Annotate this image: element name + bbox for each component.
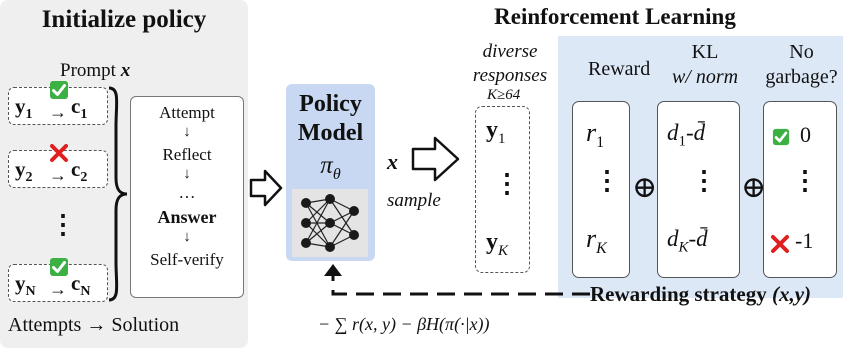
down-arrow-icon: ↓ [183,229,191,245]
reward-rk: rK [586,224,607,258]
attempt-box-2: y2 → c2 [8,144,108,188]
reward-column-box: r1 ⋮ rK [572,101,630,278]
attempt-c: c1 [71,94,88,123]
reward-vdots: ⋮ [594,166,620,195]
responses-vdots: ⋮ [494,169,520,198]
oplus-icon: ⊕ [632,171,658,204]
diverse-responses-label: diverse responses [472,41,548,86]
neural-network-icon [292,189,368,257]
attempt-arrow: → [49,165,67,185]
step-ellipsis: … [178,183,196,202]
attempt-box-1: y1 → c1 [8,81,108,125]
kl-d1: d1-d̄ [667,120,706,150]
policy-model-title: Policy Model [297,91,364,146]
rewarding-formula: − ∑ r(x, y) − βH(π(·|x)) [318,314,490,334]
hollow-arrow-icon [411,136,460,182]
responses-box: y1 ⋮ yK [475,106,530,273]
sample-label: sample [387,190,441,211]
reward-r1: r1 [586,118,605,152]
garbage-score-zero: 0 [800,122,811,147]
attempts-vdots: ⋮ [50,210,76,239]
kl-dk: dK-d̄ [667,226,708,256]
curly-brace-icon [108,86,128,302]
check-icon [772,128,790,151]
no-garbage-header: No garbage? [765,41,838,88]
garbage-vdots: ⋮ [792,166,818,195]
check-icon [49,80,69,105]
check-icon [49,257,69,282]
response-y1: y1 [486,117,506,147]
oplus-icon: ⊕ [741,171,767,204]
attempt-box-n: yN → cN [8,258,108,302]
attempt-arrow: → [49,279,67,299]
cross-icon [770,234,790,259]
kl-header: KL w/ norm [671,41,739,88]
step-answer: Answer [157,207,217,227]
attempt-y: y2 [15,157,33,186]
rewarding-strategy-label: Rewarding strategy (x,y) [590,282,812,306]
prompt-variable: x [120,60,131,81]
attempt-c: c2 [71,157,88,186]
hollow-arrow-icon [249,169,283,207]
prompt-label: Prompt x [60,60,130,82]
step-attempt: Attempt [159,103,215,122]
step-self-verify: Self-verify [150,250,224,269]
response-yk: yK [486,229,509,259]
cross-icon [49,143,69,168]
rl-title: Reinforcement Learning [494,4,736,29]
policy-symbol: πθ [320,152,341,183]
down-arrow-icon: ↓ [183,124,191,140]
kl-vdots: ⋮ [691,166,717,195]
kl-column-box: d1-d̄ ⋮ dK-d̄ [657,101,740,278]
attempt-y: yN [15,271,36,300]
garbage-score-neg1: -1 [795,228,814,253]
k-count-label: K≥64 [487,87,521,103]
attempts-solution-caption: Attempts → Solution [8,314,180,336]
attempt-arrow: → [49,102,67,122]
feedback-dashed-arrow-icon [324,264,590,296]
attempt-c: cN [71,271,91,300]
attempt-y: y1 [15,94,33,123]
reward-header: Reward [588,58,651,80]
init-panel-title: Initialize policy [41,6,207,33]
input-x-label: x [387,149,398,174]
prompt-prefix: Prompt [60,60,121,81]
down-arrow-icon: ↓ [183,166,191,182]
reasoning-steps-box: Attempt ↓ Reflect ↓ … Answer ↓ Self-veri… [130,96,244,298]
no-garbage-column-box: 0 ⋮ -1 [763,101,837,278]
step-reflect: Reflect [162,145,212,164]
